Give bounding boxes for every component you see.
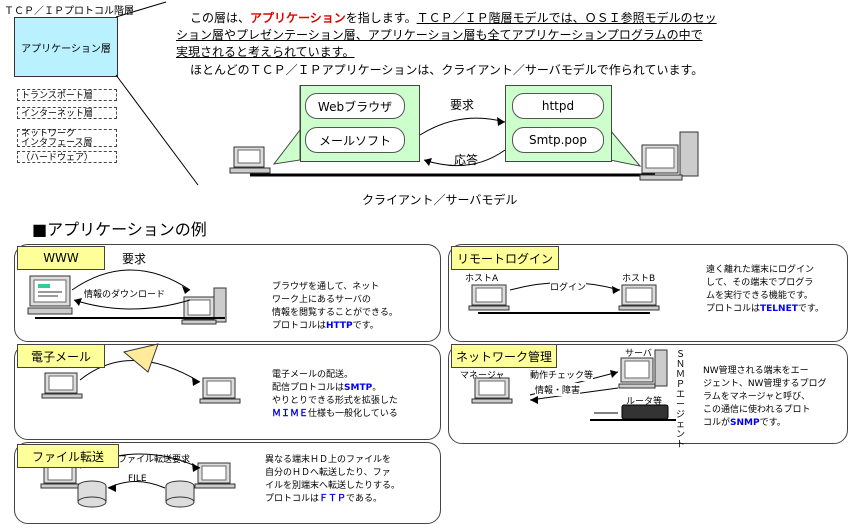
hardware-layer-box: （ハードウェア） xyxy=(17,151,117,163)
layer-stack-title: ＴＣＰ／ＩＰプロトコル階層 xyxy=(4,6,134,17)
ftp-file-label: FILE xyxy=(128,474,147,484)
client-app-mail-software: メールソフト xyxy=(305,127,405,153)
transport-layer-box: トランスポート層 xyxy=(17,89,117,101)
router-icon xyxy=(621,404,669,420)
email-graphic xyxy=(41,343,241,404)
remote-login-description: 遠く離れた端末にログイン して、その端末でプログラ ムを実行できる機能です。 プ… xyxy=(706,265,824,314)
email-description: 電子メールの配送。 配信プロトコルはSMTP。 やりとりできる形式を拡張した Ｍ… xyxy=(272,370,398,419)
ops-check-label: 動作チェック等 xyxy=(530,368,594,381)
client-app-web-browser: Webブラウザ xyxy=(305,93,405,119)
intro-text: この層は、アプリケーションを指します。ＴＣＰ／ＩＰ階層モデルでは、ＯＳＩ参照モデ… xyxy=(176,11,717,77)
ftp-graphic xyxy=(40,453,236,508)
manager-label: マネージャ xyxy=(460,371,505,381)
www-description: ブラウザを通して、ネット ワーク上にあるサーバの 情報を閲覧することができる。 … xyxy=(272,282,398,331)
email-tag: 電子メール xyxy=(17,344,105,368)
server-label: サーバ xyxy=(625,349,652,359)
www-graphic xyxy=(27,269,227,325)
login-label: ログイン xyxy=(550,280,587,293)
examples-title: ■アプリケーションの例 xyxy=(32,220,207,239)
response-label: 応答 xyxy=(454,153,479,167)
envelope-icon xyxy=(122,343,159,373)
www-request-label: 要求 xyxy=(122,252,147,266)
router-label: ルータ等 xyxy=(626,397,663,407)
network-mgmt-description: NW管理される端末をエー ジェント、NW管理するプログ ラムをマネージャと呼び、… xyxy=(703,366,827,428)
info-fault-label: 情報・障害 xyxy=(535,383,581,396)
request-label: 要求 xyxy=(450,98,475,112)
application-layer-box: アプリケーション層 xyxy=(14,17,118,77)
ftp-tag: ファイル転送 xyxy=(17,444,119,468)
ftp-request-label: ファイル転送要求 xyxy=(118,455,191,465)
server-pc-icon xyxy=(639,131,699,181)
cs-model-caption: クライアント／サーバモデル xyxy=(362,193,518,207)
www-tag: WWW xyxy=(17,246,105,270)
snmp-agent-label: ＳＮＭＰエージェント xyxy=(676,350,686,450)
www-download-label: 情報のダウンロード xyxy=(84,287,166,300)
remote-login-graphic xyxy=(468,282,660,314)
host-a-label: ホストA xyxy=(465,274,499,284)
remote-login-tag: リモートログイン xyxy=(451,246,559,270)
network-mgmt-tag: ネットワーク管理 xyxy=(451,344,557,368)
client-pc-icon xyxy=(229,146,271,174)
netif-layer-box: ネットワーク インタフェース層 xyxy=(17,129,117,148)
internet-layer-box: インターネット層 xyxy=(17,107,117,119)
server-app-httpd: httpd xyxy=(512,93,604,119)
server-app-smtp-pop: Smtp.pop xyxy=(512,127,604,153)
ftp-description: 異なる端末ＨＤ上のファイルを 自分のＨＤへ転送したり、ファ イルを別端末へ転送し… xyxy=(265,455,401,504)
host-b-label: ホストB xyxy=(622,274,656,284)
